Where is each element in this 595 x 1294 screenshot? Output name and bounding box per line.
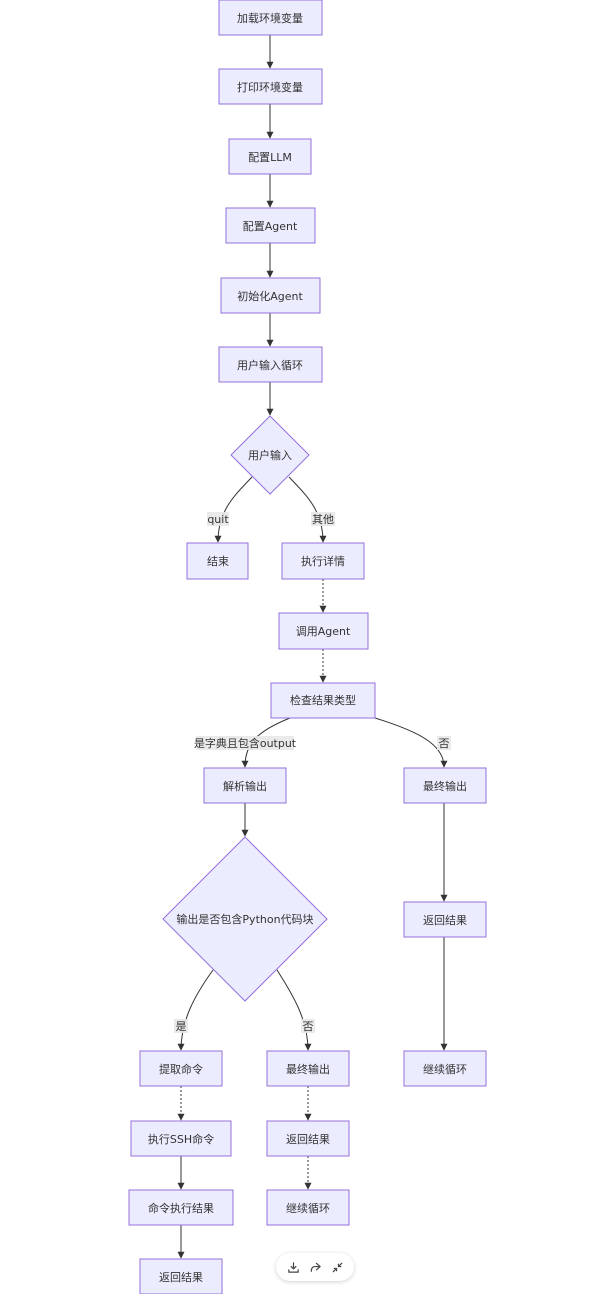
svg-text:返回结果: 返回结果: [286, 1133, 330, 1146]
edge-d1-n7: [214, 476, 253, 543]
svg-text:返回结果: 返回结果: [159, 1271, 203, 1284]
edge-label-no-1: 否: [437, 736, 451, 750]
node-final-output-right: 最终输出: [403, 767, 487, 804]
svg-text:提取命令: 提取命令: [159, 1062, 203, 1076]
edge-label-no-2: 否: [301, 1019, 315, 1033]
svg-text:quit: quit: [207, 513, 229, 526]
svg-text:输出是否包含Python代码块: 输出是否包含Python代码块: [176, 912, 313, 926]
diagram-toolbar: [276, 1253, 354, 1281]
collapse-icon[interactable]: [328, 1258, 346, 1276]
svg-text:初始化Agent: 初始化Agent: [237, 289, 303, 303]
node-return-result-left: 返回结果: [139, 1258, 223, 1294]
svg-text:结束: 结束: [207, 555, 229, 568]
edge-n10-n12: [374, 717, 448, 768]
svg-text:配置LLM: 配置LLM: [248, 151, 292, 164]
svg-text:否: 否: [303, 1020, 314, 1033]
edge-label-dict-output: 是字典且包含output: [194, 736, 297, 750]
svg-text:命令执行结果: 命令执行结果: [148, 1201, 214, 1215]
svg-text:用户输入循环: 用户输入循环: [237, 358, 303, 372]
svg-text:打印环境变量: 打印环境变量: [237, 80, 303, 94]
edge-d2-n16: [276, 969, 312, 1051]
edge-label-other: 其他: [311, 512, 335, 526]
node-load-env: 加载环境变量: [218, 0, 323, 36]
download-icon[interactable]: [284, 1258, 302, 1276]
node-return-result-mid: 返回结果: [266, 1120, 350, 1157]
svg-text:配置Agent: 配置Agent: [243, 220, 298, 233]
node-parse-output: 解析输出: [203, 767, 287, 804]
svg-text:最终输出: 最终输出: [286, 1062, 330, 1076]
svg-text:是字典且包含output: 是字典且包含output: [194, 736, 297, 750]
svg-text:解析输出: 解析输出: [223, 779, 267, 793]
node-check-type: 检查结果类型: [270, 682, 376, 719]
decision-user-input: 用户输入: [230, 415, 310, 495]
svg-text:用户输入: 用户输入: [248, 448, 292, 462]
node-continue-loop-mid: 继续循环: [266, 1189, 350, 1226]
node-exec-ssh: 执行SSH命令: [130, 1120, 232, 1157]
node-end: 结束: [186, 542, 249, 580]
svg-text:执行SSH命令: 执行SSH命令: [148, 1132, 214, 1146]
node-init-agent: 初始化Agent: [220, 277, 321, 314]
node-input-loop: 用户输入循环: [218, 346, 323, 383]
node-command-result: 命令执行结果: [128, 1189, 234, 1226]
node-return-result-right: 返回结果: [403, 901, 487, 938]
node-final-output-mid: 最终输出: [266, 1050, 350, 1087]
svg-text:调用Agent: 调用Agent: [296, 625, 351, 638]
share-icon[interactable]: [306, 1258, 324, 1276]
svg-text:加载环境变量: 加载环境变量: [237, 11, 303, 25]
node-print-env: 打印环境变量: [218, 68, 323, 105]
node-config-llm: 配置LLM: [228, 138, 312, 175]
edge-d2-n15: [177, 969, 214, 1051]
edge-d1-n8: [288, 476, 327, 543]
node-continue-loop-right: 继续循环: [403, 1050, 487, 1087]
svg-text:返回结果: 返回结果: [423, 914, 467, 927]
decision-has-python-block: 输出是否包含Python代码块: [162, 836, 328, 1002]
node-config-agent: 配置Agent: [225, 207, 316, 244]
edge-label-yes-2: 是: [174, 1019, 188, 1033]
svg-text:其他: 其他: [312, 513, 334, 526]
svg-text:检查结果类型: 检查结果类型: [290, 693, 356, 707]
svg-text:继续循环: 继续循环: [286, 1201, 330, 1215]
svg-text:否: 否: [439, 737, 450, 750]
svg-text:最终输出: 最终输出: [423, 779, 467, 793]
svg-text:继续循环: 继续循环: [423, 1062, 467, 1076]
node-extract-command: 提取命令: [139, 1050, 223, 1087]
node-call-agent: 调用Agent: [278, 612, 369, 650]
edge-label-quit: quit: [207, 512, 229, 526]
node-exec-details: 执行详情: [281, 542, 365, 580]
svg-text:执行详情: 执行详情: [301, 554, 345, 568]
svg-text:是: 是: [176, 1020, 187, 1033]
